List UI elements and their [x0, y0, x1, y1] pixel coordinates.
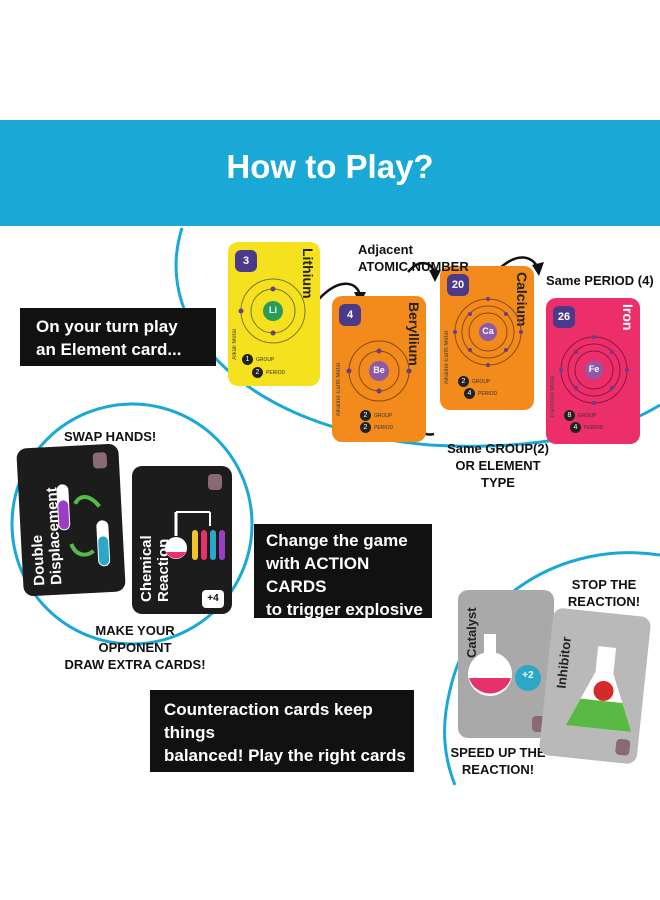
action-card-chemical-reaction: Chemical Reaction +4: [132, 466, 232, 614]
atomic-number-badge: 26: [553, 306, 575, 328]
test-tubes-icon: [56, 484, 111, 567]
atom-diagram-icon: [559, 335, 629, 405]
group-label: GROUP: [578, 413, 597, 419]
stop-caption-line-2: REACTION!: [567, 594, 641, 609]
group-label: GROUP: [256, 357, 275, 363]
adjacent-caption: Adjacent ATOMIC NUMBER: [358, 241, 478, 275]
counter-line-1: Counteraction cards keep things: [164, 700, 373, 742]
atomic-number-badge: 3: [235, 250, 257, 272]
draw-four-badge: +4: [202, 590, 224, 608]
group-caption-line-2: OR ELEMENT TYPE: [455, 458, 541, 490]
speed-caption: SPEED UP THE REACTION!: [448, 744, 548, 778]
counter-line-3: at the right time!: [164, 769, 298, 788]
element-symbol: Ca: [482, 326, 494, 336]
monster-icon: [92, 452, 108, 469]
speed-caption-line-2: REACTION!: [461, 762, 535, 777]
group-value: 2: [458, 376, 469, 387]
action-cards-box: Change the game with ACTION CARDS to tri…: [254, 524, 432, 642]
counter-card-catalyst: Catalyst +2: [458, 590, 554, 738]
turn-line-2: an Element card...: [36, 340, 182, 359]
inhibitor-flask-icon: [565, 646, 632, 733]
period-value: 2: [252, 367, 263, 378]
group-label: GROUP: [374, 413, 393, 419]
speed-caption-line-1: SPEED UP THE: [450, 745, 546, 760]
element-name: Lithium: [300, 248, 316, 299]
period-caption: Same PERIOD (4): [546, 273, 654, 288]
period-label: PERIOD: [584, 425, 604, 431]
action-line-2: with ACTION CARDS: [266, 554, 370, 596]
period-value: 2: [360, 422, 371, 433]
turn-line-1: On your turn play: [36, 317, 178, 336]
page-title: How to Play?: [226, 148, 434, 185]
period-label: PERIOD: [374, 425, 394, 431]
element-card-iron: 26 Iron Fe Transition Metal 8 GROUP 4 PE…: [546, 298, 640, 444]
element-card-calcium: 20 Calcium Ca Alkaline Earth Metal 2 GRO…: [440, 266, 534, 410]
atom-diagram-icon: [238, 278, 306, 344]
group-value: 8: [564, 410, 575, 421]
element-name: Beryllium: [406, 302, 422, 366]
action-line-3: to trigger explosive: [266, 600, 423, 619]
action-card-double-displacement: Double Displacement: [16, 443, 126, 597]
element-type: Alkaline Earth Metal: [444, 330, 450, 384]
element-name: Iron: [620, 304, 636, 331]
stop-caption: STOP THE REACTION!: [566, 576, 642, 610]
atomic-number-badge: 4: [339, 304, 361, 326]
monster-icon: [614, 738, 631, 756]
element-name: Calcium: [514, 272, 530, 327]
atom-diagram-icon: [346, 340, 412, 402]
stop-caption-line-1: STOP THE: [571, 577, 637, 592]
element-card-lithium: 3 Lithium Li Alkali Metal 1 GROUP 2 PERI…: [228, 242, 320, 386]
adjacent-caption-line-1: Adjacent: [358, 242, 413, 257]
opponent-caption-line-1: MAKE YOUR OPPONENT: [95, 623, 175, 655]
atomic-number-badge: 20: [447, 274, 469, 296]
element-type: Alkali Metal: [232, 329, 238, 360]
period-value: 4: [570, 422, 581, 433]
action-line-4: reactions!: [266, 623, 348, 642]
turn-instruction-box: On your turn play an Element card...: [20, 308, 216, 366]
atom-diagram-icon: [453, 297, 523, 367]
element-type: Transition Metal: [550, 375, 556, 418]
element-card-beryllium: 4 Beryllium Be Alkaline Earth Metal 2 GR…: [332, 296, 426, 442]
counteraction-box: Counteraction cards keep things balanced…: [150, 690, 414, 788]
element-symbol: Li: [269, 305, 277, 315]
opponent-caption-line-2: DRAW EXTRA CARDS!: [64, 657, 206, 672]
element-symbol: Fe: [588, 364, 600, 374]
header-banner: How to Play?: [0, 120, 660, 226]
counter-line-2: balanced! Play the right cards: [164, 746, 406, 765]
group-value: 2: [360, 410, 371, 421]
period-label: PERIOD: [478, 391, 498, 397]
group-label: GROUP: [472, 379, 491, 385]
monster-icon: [208, 474, 222, 490]
lab-apparatus-icon: [165, 511, 225, 560]
group-caption: Same GROUP(2) OR ELEMENT TYPE: [438, 440, 558, 491]
element-type: Alkaline Earth Metal: [336, 362, 342, 416]
counter-card-inhibitor: Inhibitor: [538, 607, 652, 765]
group-value: 1: [242, 354, 253, 365]
period-value: 4: [464, 388, 475, 399]
swap-caption: SWAP HANDS!: [64, 429, 157, 444]
action-line-1: Change the game: [266, 531, 408, 550]
adjacent-caption-line-2: ATOMIC NUMBER: [358, 259, 469, 274]
opponent-caption: MAKE YOUR OPPONENT DRAW EXTRA CARDS!: [60, 622, 210, 673]
group-caption-line-1: Same GROUP(2): [447, 441, 549, 456]
catalyst-badge: +2: [522, 670, 534, 681]
period-label: PERIOD: [266, 370, 286, 376]
element-symbol: Be: [373, 365, 385, 375]
flask-icon: [468, 634, 541, 696]
